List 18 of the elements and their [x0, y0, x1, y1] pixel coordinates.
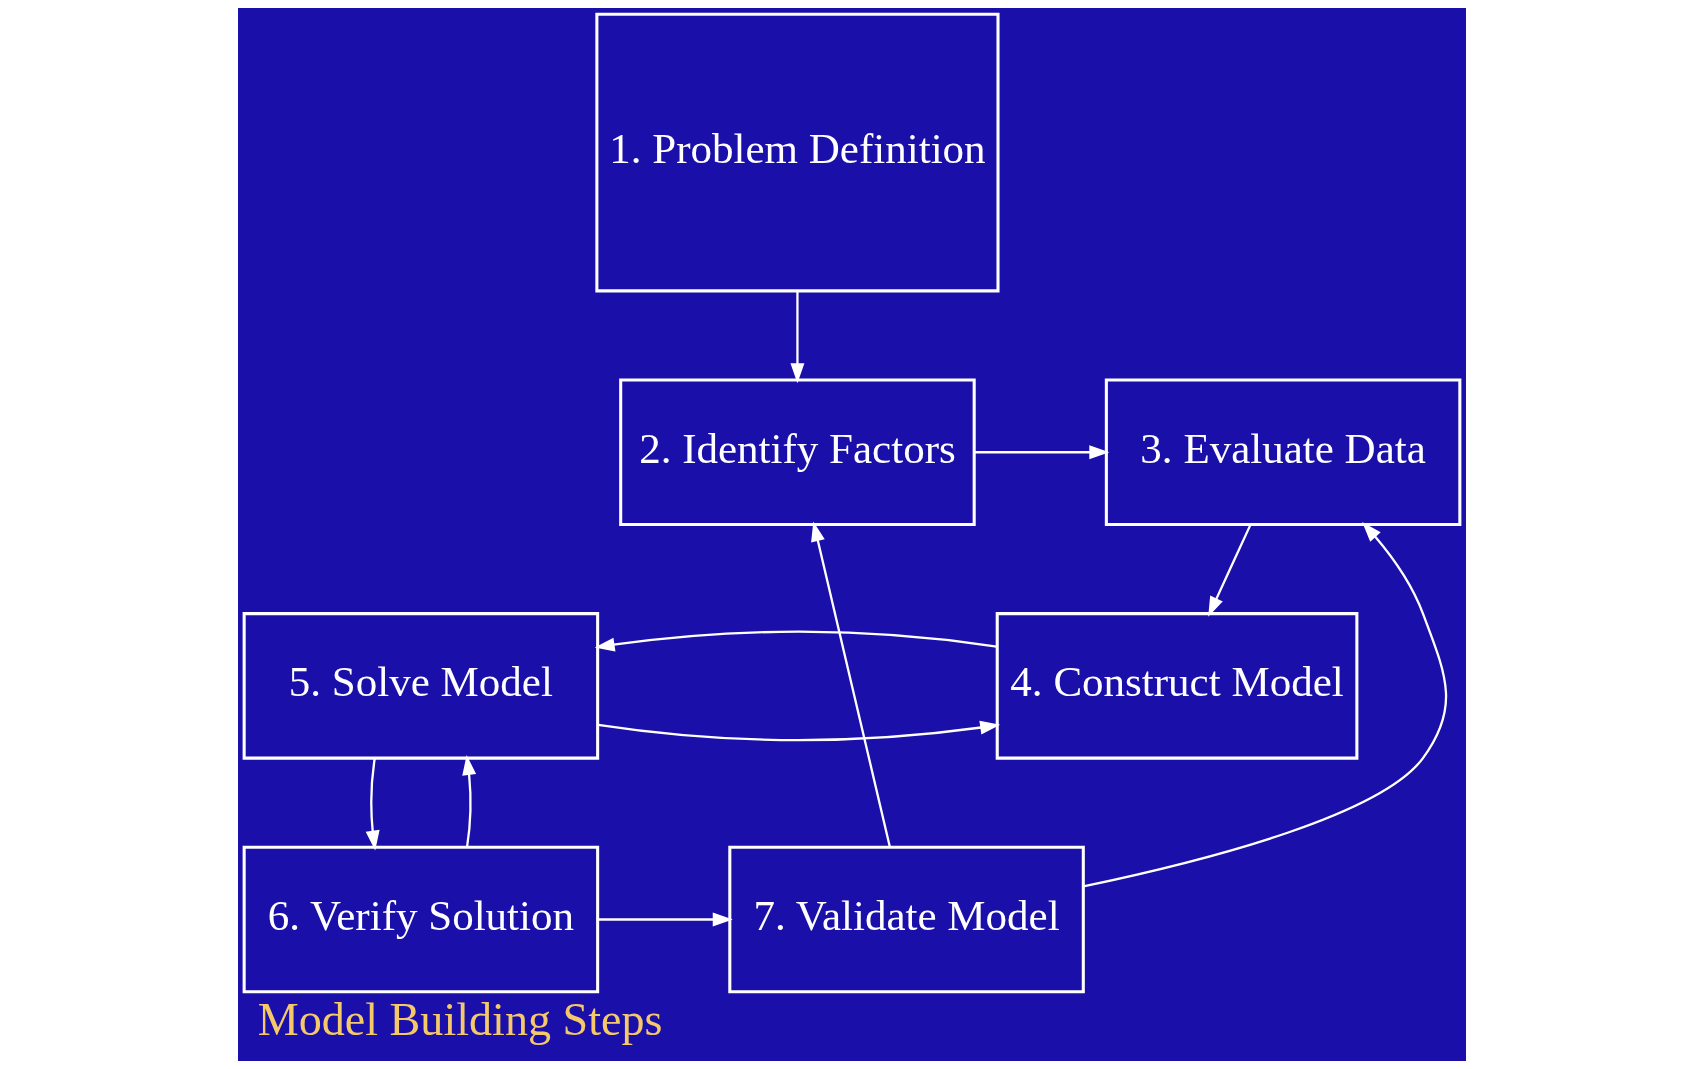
node-box: 4. Construct Model: [995, 612, 1359, 760]
arrow: [974, 445, 1110, 460]
arrow: [365, 758, 380, 851]
node-box: 6. Verify Solution: [242, 845, 600, 994]
arrow: [597, 720, 1001, 742]
node-box: 7. Validate Model: [728, 845, 1085, 994]
diagram-title: Model Building Steps: [257, 993, 663, 1045]
arrow: [594, 630, 997, 652]
arrow: [462, 755, 477, 848]
node-box: 5. Solve Model: [242, 612, 600, 760]
arrow: [1208, 524, 1252, 617]
arrow: [790, 291, 805, 384]
arrow: [811, 521, 891, 848]
arrow: [597, 912, 733, 927]
arrow: [1083, 522, 1448, 888]
node-box: 2. Identify Factors: [619, 378, 976, 527]
node-box: 3. Evaluate Data: [1104, 378, 1462, 527]
node-box: 1. Problem Definition: [595, 12, 1000, 293]
